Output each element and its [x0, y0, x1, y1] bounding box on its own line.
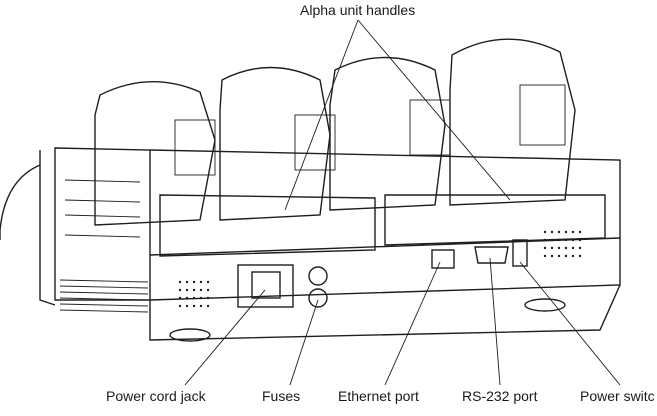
vent-grid-left: [178, 280, 210, 308]
bay-right: [384, 194, 606, 246]
leader-lines: [184, 19, 621, 386]
bay-left: [159, 194, 376, 257]
vent-grid-right: [543, 230, 582, 258]
ethernet-port-jack: [431, 249, 455, 269]
alpha-unit-3: [329, 56, 451, 211]
bottom-face: [149, 284, 621, 341]
foot-front-left: [169, 328, 211, 342]
lower-left-vents: [59, 279, 149, 313]
foot-front-right: [524, 298, 566, 312]
power-switch-rocker: [512, 239, 528, 267]
fuse-bottom: [308, 288, 328, 308]
alpha-unit-4: [449, 38, 576, 206]
alpha-unit-1: [94, 81, 216, 226]
body-panel-divider: [149, 237, 621, 256]
callout-power-switch: Power switc: [580, 388, 655, 404]
leader-alpha-handle-1: [284, 19, 359, 211]
callout-fuses: Fuses: [262, 388, 301, 404]
leader-power-cord-jack: [184, 289, 266, 386]
leader-power-switch: [519, 261, 621, 386]
leader-alpha-handle-2: [357, 19, 511, 201]
callout-ethernet-port: Ethernet port: [338, 388, 419, 404]
callout-power-cord-jack: Power cord jack: [106, 388, 206, 404]
callout-alpha-unit-handles: Alpha unit handles: [300, 2, 416, 18]
leader-ethernet-port: [384, 261, 441, 386]
rs232-port-connector: [474, 246, 509, 264]
left-cap-slots: [64, 179, 141, 238]
leader-rs232-port: [489, 257, 501, 386]
leader-fuses: [289, 299, 319, 386]
left-curve-line: [0, 164, 41, 240]
main-body: [149, 149, 621, 301]
fuse-top: [308, 266, 328, 286]
left-side-panel: [39, 150, 56, 306]
power-cord-jack-plate: [237, 264, 294, 308]
callout-rs232-port: RS-232 port: [462, 388, 538, 404]
power-cord-jack-socket: [251, 271, 281, 299]
